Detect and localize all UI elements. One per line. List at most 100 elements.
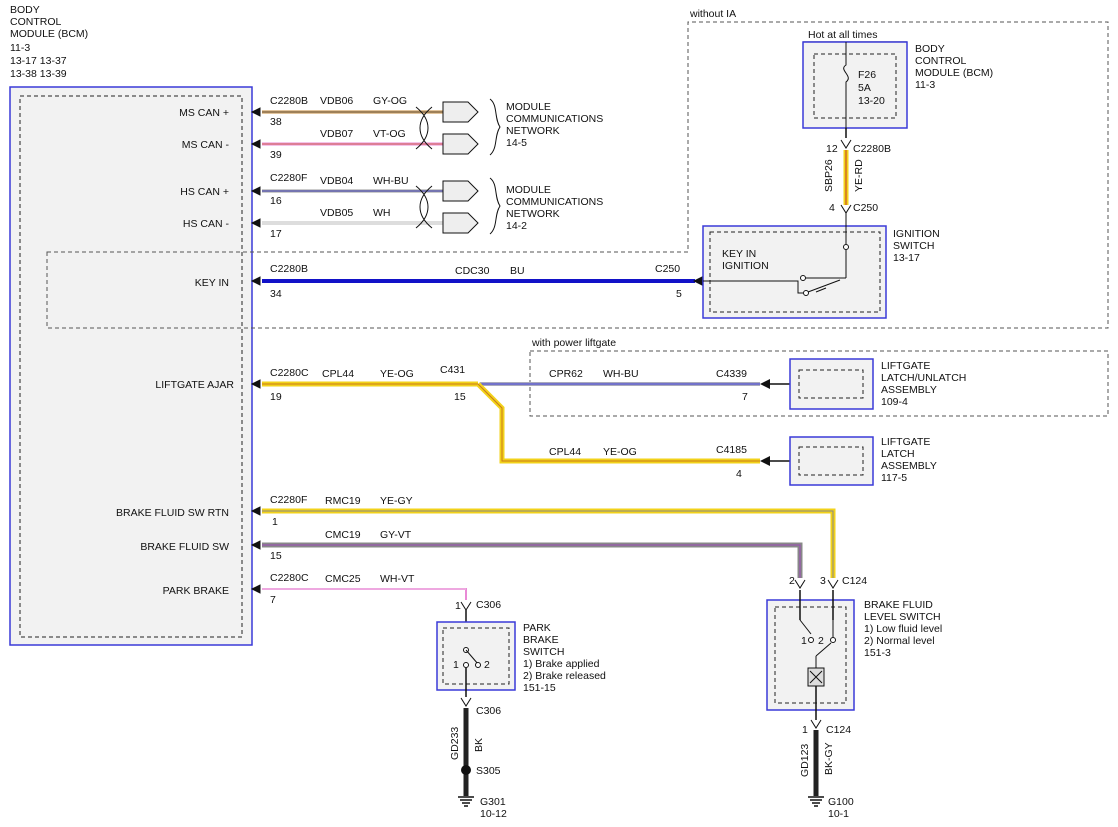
- switch-label: BRAKE: [523, 634, 559, 646]
- network-label: 14-2: [506, 220, 527, 232]
- pin-number: 1: [455, 600, 461, 612]
- switch-blade: [815, 642, 832, 657]
- color-label: YE-GY: [380, 495, 413, 507]
- bcm-header-line: 11-3: [10, 42, 30, 54]
- fuse-ref: 13-20: [858, 95, 885, 107]
- pin-number: 15: [454, 391, 466, 403]
- network-label: NETWORK: [506, 125, 560, 137]
- circuit-label: GD123: [799, 744, 811, 777]
- assembly-label: 109-4: [881, 396, 908, 408]
- ignition-switch-box: [702, 225, 887, 319]
- switch-label: 151-3: [864, 647, 891, 659]
- circuit-label: CMC19: [325, 529, 361, 541]
- pin-number: 4: [736, 468, 742, 480]
- ground-label: G301: [480, 796, 506, 808]
- pin-label-liftgate-ajar: LIFTGATE AJAR: [155, 379, 234, 391]
- module-label: 11-3: [915, 79, 935, 91]
- hot-at-all-times-label: Hot at all times: [808, 29, 877, 41]
- pin-label-brake-fluid-sw: BRAKE FLUID SW: [140, 541, 229, 553]
- ground-ref: 10-1: [828, 808, 849, 820]
- conn-label: C250: [655, 263, 680, 275]
- circuit-label: VDB04: [320, 175, 353, 187]
- network-connector: [442, 101, 479, 123]
- pin-number: 2: [789, 575, 795, 587]
- conn-label: C4339: [716, 368, 747, 380]
- wire-park-brake: [262, 588, 467, 600]
- network-label: COMMUNICATIONS: [506, 196, 603, 208]
- pin-number: 12: [826, 143, 838, 155]
- pin-label-hs-can-minus: HS CAN -: [183, 218, 230, 230]
- brace: [489, 177, 501, 235]
- circuit-label: RMC19: [325, 495, 361, 507]
- pin-arrow: [250, 218, 261, 228]
- contact-number: 2: [818, 635, 824, 647]
- circuit-label: CMC25: [325, 573, 361, 585]
- network-connector: [442, 212, 479, 234]
- switch-label: 2) Brake released: [523, 670, 606, 682]
- pin-number: 17: [270, 228, 282, 240]
- pin-number: 4: [829, 202, 835, 214]
- color-label: BU: [510, 265, 525, 277]
- twisted-pair: [415, 185, 433, 229]
- color-label: WH-BU: [373, 175, 409, 187]
- conn-label: C2280F: [270, 494, 307, 506]
- switch-contact: [808, 637, 814, 643]
- bcm-inner-dashed: [19, 95, 243, 638]
- pin-arrow: [250, 584, 261, 594]
- conn-label: C2280C: [270, 572, 309, 584]
- pin-number: 16: [270, 195, 282, 207]
- color-label: WH-VT: [380, 573, 415, 585]
- switch-label: LEVEL SWITCH: [864, 611, 941, 623]
- assembly-label: LIFTGATE: [881, 436, 930, 448]
- color-label: BK: [473, 738, 485, 752]
- pin-number: 1: [272, 516, 278, 528]
- circuit-label: CPL44: [322, 368, 354, 380]
- liftgate-latch-assembly: [789, 436, 874, 486]
- color-label: YE-OG: [380, 368, 414, 380]
- conn-label: C2280B: [270, 95, 308, 107]
- switch-label: IGNITION: [893, 228, 940, 240]
- bcm-header-line: 13-17 13-37: [10, 55, 67, 67]
- ground-ref: 10-12: [480, 808, 507, 820]
- fuse-inner-dashed: [813, 53, 897, 119]
- circuit-label: CPL44: [549, 446, 581, 458]
- pin-number: 34: [270, 288, 282, 300]
- brace: [489, 98, 501, 156]
- switch-contact: [843, 244, 849, 250]
- circuit-label: VDB06: [320, 95, 353, 107]
- fuse-box: [802, 41, 908, 129]
- bcm-module-box: [9, 86, 253, 646]
- twisted-pair: [415, 106, 433, 150]
- pin-number: 1: [802, 724, 808, 736]
- switch-label: 1) Low fluid level: [864, 623, 942, 635]
- without-ia-region: [46, 21, 1109, 329]
- splice-dot: [461, 765, 471, 775]
- switch-blade: [465, 649, 479, 665]
- circuit-label: VDB05: [320, 207, 353, 219]
- circuit-label: SBP26: [823, 159, 835, 192]
- pin-arrow: [250, 379, 261, 389]
- pin-number: 3: [820, 575, 826, 587]
- pin-number: 7: [742, 391, 748, 403]
- assembly-label: LATCH: [881, 448, 915, 460]
- pin-number: 5: [676, 288, 682, 300]
- switch-label: 151-15: [523, 682, 556, 694]
- bcm-header-line: 13-38 13-39: [10, 68, 67, 80]
- color-label: WH: [373, 207, 391, 219]
- assembly-label: LIFTGATE: [881, 360, 930, 372]
- conn-label: C306: [476, 705, 501, 717]
- assembly-label: ASSEMBLY: [881, 460, 937, 472]
- network-label: COMMUNICATIONS: [506, 113, 603, 125]
- assembly-label: 117-5: [881, 472, 907, 484]
- brake-fluid-switch-box: [766, 599, 855, 711]
- network-label: MODULE: [506, 101, 551, 113]
- assembly-label: ASSEMBLY: [881, 384, 937, 396]
- contact-number: 1: [801, 635, 807, 647]
- pin-label-hs-can-plus: HS CAN +: [180, 186, 229, 198]
- switch-label: 13-17: [893, 252, 920, 264]
- contact-number: 1: [453, 659, 459, 671]
- contact-number: 2: [484, 659, 490, 671]
- conn-label: C4185: [716, 444, 747, 456]
- pin-label-brake-fluid-sw-rtn: BRAKE FLUID SW RTN: [116, 507, 229, 519]
